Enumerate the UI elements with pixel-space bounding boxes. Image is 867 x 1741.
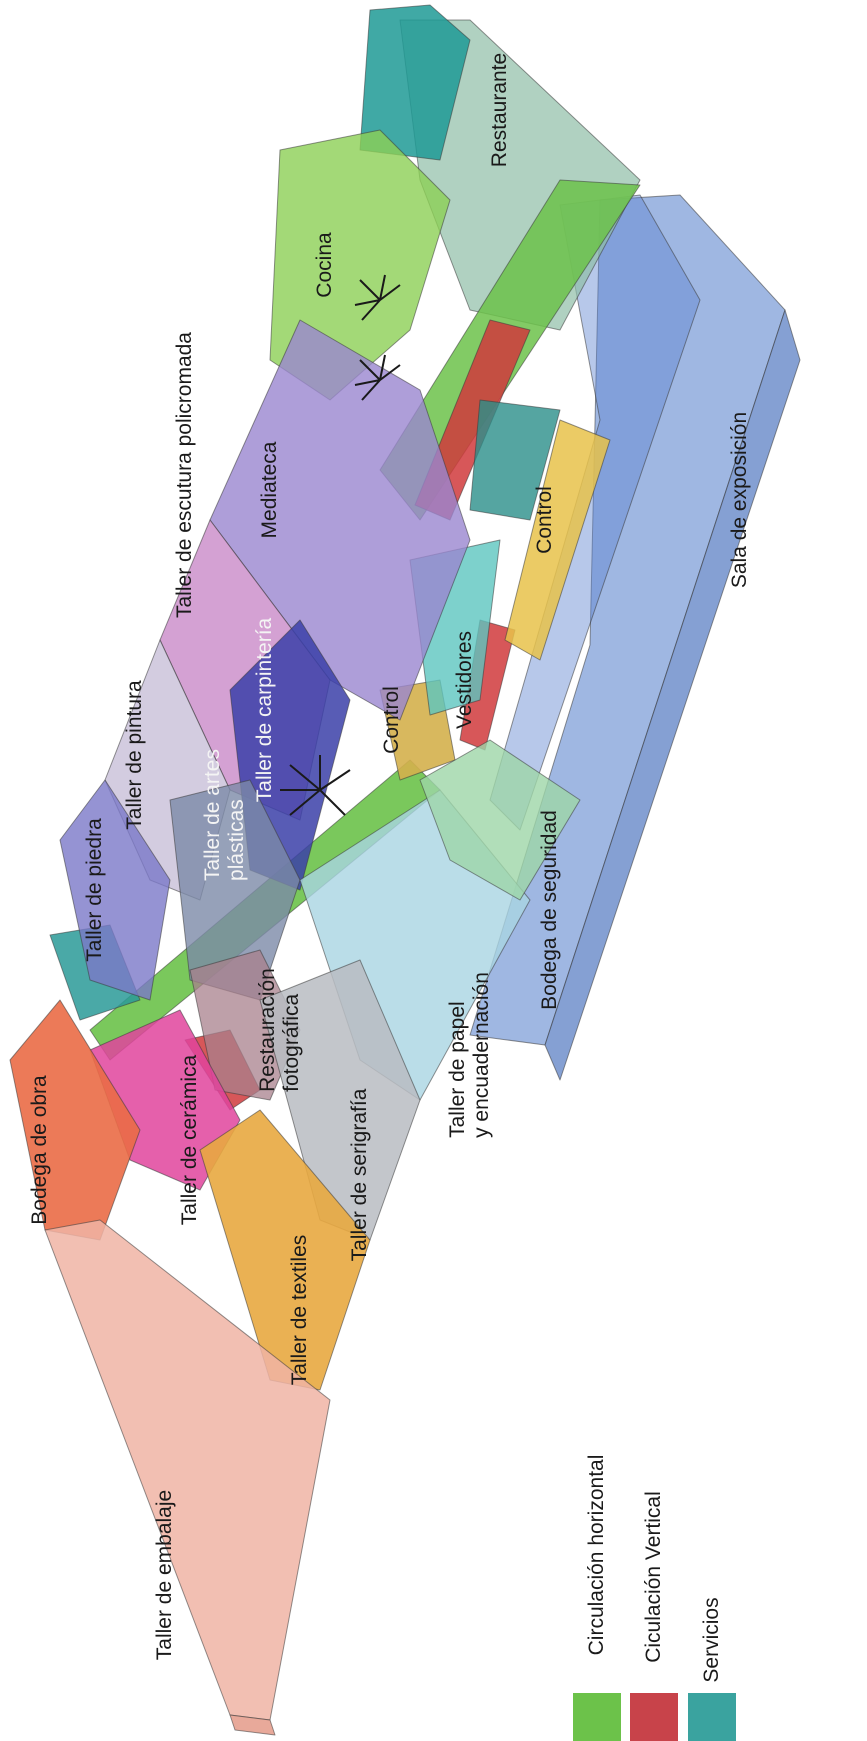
label-sala-exposicion: Sala de exposición	[728, 411, 751, 589]
label-restauracion-line-2: fotográfica	[280, 993, 303, 1092]
label-taller-serigrafia: Taller de serigrafía	[348, 1088, 371, 1262]
label-bodega-obra: Bodega de obra	[28, 1075, 51, 1225]
artes-plasticas-block	[169, 779, 301, 1001]
label-artes-line-2: plásticas	[225, 799, 248, 881]
label-papel-line-2: y encuadernación	[470, 972, 493, 1138]
label-control-right: Control	[533, 486, 556, 554]
label-restauracion-line-1: Restauración	[256, 968, 279, 1092]
control-right-block	[504, 419, 611, 661]
label-taller-papel: Taller de papel y encuadernación	[446, 972, 494, 1138]
embalaje-block	[44, 1219, 331, 1721]
label-vestidores: Vestidores	[453, 630, 476, 730]
label-taller-artes-plasticas: Taller de artes plásticas	[201, 749, 249, 881]
label-taller-pintura: Taller de pintura	[123, 680, 146, 830]
legend-swatch-horizontal	[573, 1693, 621, 1741]
label-papel-line-1: Taller de papel	[446, 1001, 469, 1138]
plant-icon	[280, 274, 401, 816]
label-taller-carpinteria: Taller de carpintería	[253, 617, 276, 803]
servicios-top	[359, 4, 471, 161]
label-taller-ceramica: Taller de cerámica	[178, 1054, 201, 1226]
label-taller-textiles: Taller de textiles	[288, 1234, 311, 1386]
label-restauracion-fotografica: Restauración fotográfica	[256, 968, 304, 1092]
legend-swatch-vertical	[630, 1693, 678, 1741]
bodega-seguridad-block	[419, 739, 581, 901]
label-artes-line-1: Taller de artes	[201, 749, 224, 881]
legend-label-horizontal: Circulación horizontal	[585, 1454, 608, 1656]
piedra-block	[59, 779, 171, 1001]
servicios-mid	[469, 399, 561, 521]
sala-exposicion-side	[544, 309, 801, 1081]
label-cocina: Cocina	[313, 232, 336, 298]
label-bodega-seguridad: Bodega de seguridad	[538, 810, 561, 1010]
label-taller-piedra: Taller de piedra	[83, 818, 106, 962]
legend-label-vertical: Ciculación Vertical	[642, 1491, 665, 1663]
bodega-obra-block	[9, 999, 141, 1241]
label-control-left: Control	[380, 686, 403, 754]
label-mediateca: Mediateca	[258, 441, 281, 539]
textiles-block	[199, 1109, 371, 1391]
legend-swatch-servicios	[688, 1693, 736, 1741]
label-taller-escultura: Taller de escutura policromada	[173, 332, 196, 618]
label-taller-embalaje: Taller de embalaje	[153, 1489, 176, 1661]
label-restaurante: Restaurante	[488, 52, 511, 168]
embalaje-side	[229, 1714, 276, 1736]
legend-label-servicios: Servicios	[700, 1597, 723, 1683]
